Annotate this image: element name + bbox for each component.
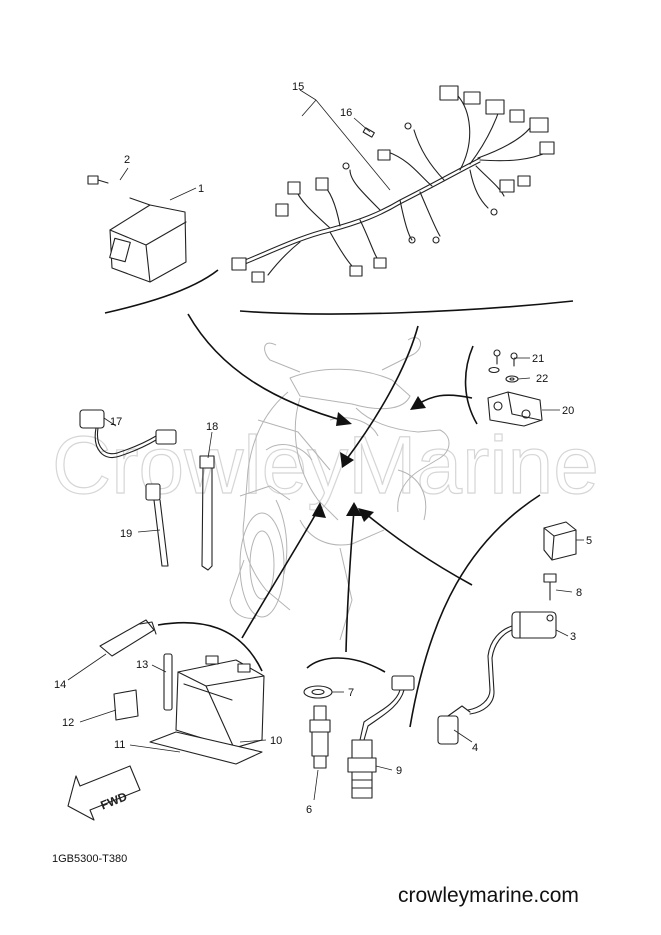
arrowhead [358, 508, 374, 522]
pad-12 [113, 689, 139, 721]
callout-22: 22 [536, 373, 548, 385]
arrowhead [340, 452, 354, 468]
callout-13: 13 [136, 659, 148, 671]
site-url: crowleymarine.com [398, 884, 579, 907]
callout-19: 19 [120, 528, 132, 540]
battery-10 [175, 655, 265, 749]
callout-9: 9 [396, 765, 402, 777]
bolt-8 [543, 573, 557, 601]
callouts: 1 2 3 4 5 6 7 8 9 10 11 12 13 14 15 16 1… [54, 81, 592, 816]
plug-cap-4 [437, 705, 471, 745]
callout-16: 16 [340, 107, 352, 119]
arrowhead [312, 502, 326, 518]
callout-3: 3 [570, 631, 576, 643]
callout-17: 17 [110, 416, 122, 428]
guide-lines [104, 269, 574, 728]
cable-band-18 [199, 455, 215, 571]
cdi-unit [109, 197, 187, 283]
callout-1: 1 [198, 183, 204, 195]
callout-7: 7 [348, 687, 354, 699]
callout-4: 4 [472, 742, 478, 754]
watermark-text: CrowleyMarine [52, 420, 599, 511]
leader-lines [67, 89, 584, 801]
callout-5: 5 [586, 535, 592, 547]
arrowhead [410, 396, 426, 410]
fwd-arrow: FWD [67, 765, 141, 821]
cable-band-19 [145, 483, 169, 567]
screw-21 [488, 349, 518, 374]
callout-14: 14 [54, 679, 66, 691]
callout-8: 8 [576, 587, 582, 599]
callout-2: 2 [124, 154, 130, 166]
arrowhead [346, 502, 362, 516]
wire-harness [231, 85, 555, 283]
callout-11: 11 [114, 739, 125, 751]
tube-13 [163, 653, 173, 711]
callout-6: 6 [306, 804, 312, 816]
gasket-7 [303, 685, 333, 699]
callout-15: 15 [292, 81, 304, 93]
o2-sensor-9 [347, 675, 415, 799]
battery-band-11 [149, 731, 263, 765]
sensor-6 [309, 705, 331, 769]
callout-21: 21 [532, 353, 544, 365]
callout-20: 20 [562, 405, 574, 417]
washer-22 [505, 375, 519, 383]
bolt-2 [87, 175, 109, 185]
arrowhead [336, 412, 352, 426]
callout-10: 10 [270, 735, 282, 747]
relay-5 [543, 521, 577, 561]
callout-12: 12 [62, 717, 74, 729]
callout-18: 18 [206, 421, 218, 433]
ignition-coil-3 [467, 611, 557, 715]
lead-wire-17 [79, 409, 177, 458]
bracket-20 [487, 391, 543, 427]
bracket-14 [99, 619, 157, 657]
catalog-number: 1GB5300-T380 [52, 853, 127, 865]
